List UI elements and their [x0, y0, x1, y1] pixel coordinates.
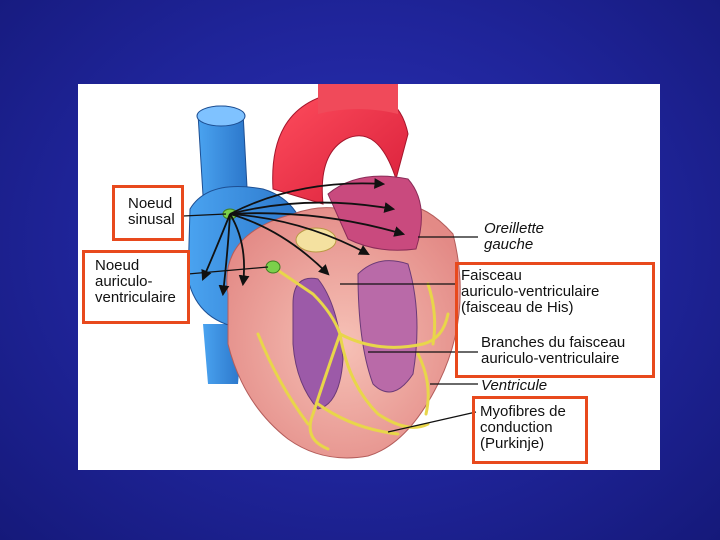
label-oreillette-gauche: Oreillette gauche: [484, 221, 544, 253]
diagram-panel: Noeud sinusal Noeud auriculo- ventricula…: [78, 84, 660, 470]
atrioventricular-node: [266, 261, 280, 273]
label-myofibres: Myofibres de conduction (Purkinje): [480, 404, 566, 452]
label-ventricule: Ventricule: [481, 378, 547, 394]
label-faisceau-his: Faisceau auriculo-ventriculaire (faiscea…: [461, 268, 599, 316]
label-branches-faisceau: Branches du faisceau auriculo-ventricula…: [481, 335, 625, 367]
label-noeud-av: Noeud auriculo- ventriculaire: [95, 258, 176, 306]
label-noeud-sinusal: Noeud sinusal: [128, 196, 175, 228]
